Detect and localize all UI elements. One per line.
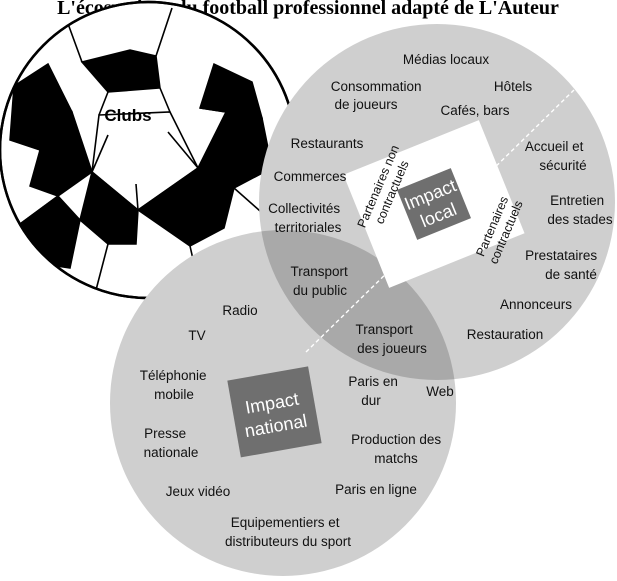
label-annonceurs: Annonceurs: [500, 297, 572, 312]
local-impact-frame: [343, 120, 525, 288]
clubs-label: Clubs: [104, 106, 151, 125]
label-web: Web: [426, 384, 454, 399]
local-impact-box: [396, 168, 472, 240]
national-impact-box: [227, 366, 322, 458]
label-paris-dur: Paris en dur: [348, 374, 401, 408]
label-medias-locaux: Médias locaux: [403, 52, 490, 67]
label-presse: Presse nationale: [144, 426, 199, 460]
label-radio: Radio: [222, 303, 257, 318]
label-production-matchs: Production des matchs: [351, 432, 445, 466]
label-commerces: Commerces: [274, 169, 347, 184]
label-cafes-bars: Cafés, bars: [440, 103, 509, 118]
label-accueil-securite: Accueil et sécurité: [525, 139, 587, 173]
label-prestataires-sante: Prestataires de santé: [525, 248, 601, 282]
label-consommation-joueurs: Consommation de joueurs: [331, 79, 426, 112]
label-tv: TV: [188, 328, 205, 343]
label-entretien-stades: Entretien des stades: [547, 193, 613, 227]
soccer-ball-icon: [0, 0, 298, 300]
label-telephonie: Téléphonie mobile: [140, 368, 211, 402]
label-hotels: Hôtels: [494, 79, 533, 94]
label-transport-joueurs: Transport des joueurs: [355, 322, 427, 356]
label-collectivites: Collectivités territoriales: [268, 201, 344, 235]
label-restaurants: Restaurants: [291, 136, 364, 151]
label-restauration: Restauration: [467, 327, 544, 342]
label-jeux-video: Jeux vidéo: [166, 484, 231, 499]
label-equipementiers: Equipementiers et distributeurs du sport: [225, 515, 351, 549]
overlap-region: [259, 230, 456, 380]
label-transport-public: Transport du public: [290, 264, 351, 298]
label-paris-ligne: Paris en ligne: [335, 482, 417, 497]
